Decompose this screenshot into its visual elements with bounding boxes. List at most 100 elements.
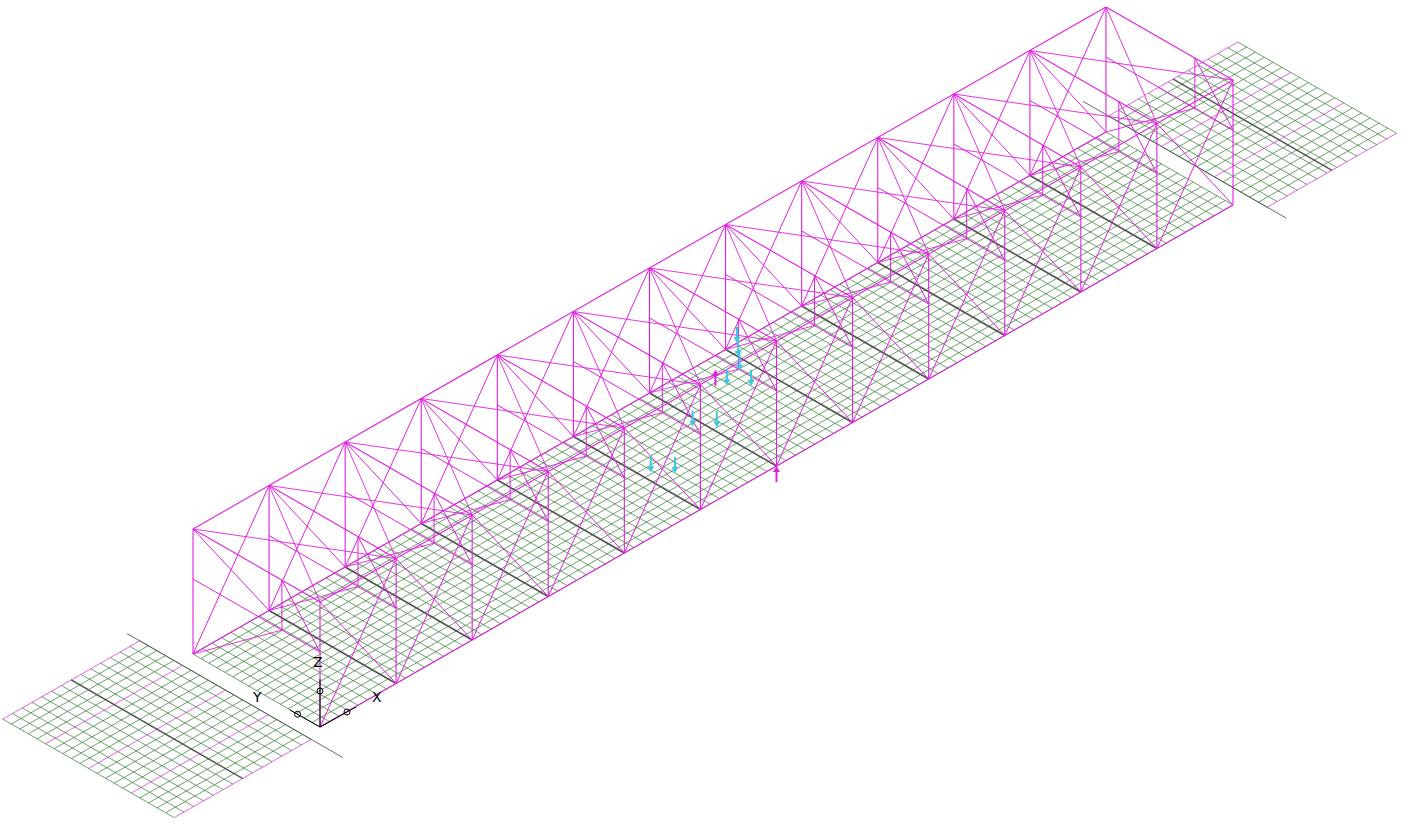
vertical [877,138,878,263]
sway-diagonal [954,195,1043,219]
sway-diagonal [345,543,434,567]
mesh-line [764,328,891,401]
mesh-line [659,388,786,461]
top-lateral [421,399,624,429]
deck-mesh [3,42,1397,818]
mesh-line [840,284,967,357]
diagonal [193,529,269,611]
mesh-line [783,317,910,390]
diagonal [497,312,573,481]
top-lateral [726,225,929,255]
mesh-line [307,589,434,662]
mesh-line [906,246,1033,319]
mesh-line [450,507,577,580]
diagonal [650,225,726,394]
mesh-line [296,191,1209,713]
knee-brace [586,406,624,478]
truss-frame [193,7,1233,727]
sway-post [814,276,815,326]
diagonal [1005,211,1081,293]
top-lateral [650,268,853,298]
mesh-line [280,182,1193,704]
vertical [1156,124,1157,249]
mesh-line [355,562,482,635]
diagonal [624,428,700,510]
knee-brace [967,189,1005,261]
mesh-line [81,674,252,773]
sway-strut [345,492,472,565]
slab-edge [127,634,343,758]
top-chord [320,80,1233,602]
mesh-line [1188,70,1347,161]
load-arrowhead [689,421,696,427]
vertical [725,225,726,350]
diagonal [726,181,802,350]
mesh-line [507,475,634,548]
mesh-line [217,146,1130,668]
diagonal [269,442,345,611]
load-arrowhead [671,467,678,473]
mesh-line [130,646,301,745]
vertical [421,399,422,524]
sway-strut [650,318,777,391]
mesh-line [312,200,1225,722]
mesh-line [811,301,938,374]
diagonal [573,268,649,437]
sway-strut [1106,57,1233,130]
sway-post [890,232,891,282]
mesh-line [1087,143,1214,216]
knee-brace [738,319,776,391]
diagonal [1030,7,1106,176]
sway-diagonal [421,500,510,524]
sway-diagonal [573,413,662,437]
axis-line [320,707,356,727]
sway-diagonal [650,369,739,393]
sway-diagonal [1106,108,1195,132]
knee-brace [1195,58,1233,130]
axis-marker [295,711,301,717]
top-strut [573,312,700,385]
axis-line [290,710,320,727]
bottom-chord [320,205,1233,727]
mesh-line [71,680,242,779]
mesh-line [1208,59,1367,150]
mesh-line [1238,42,1397,133]
mesh-line [688,371,815,444]
vertical [1029,51,1030,176]
sway-strut [726,275,853,348]
mesh-line [279,605,406,678]
mesh-line [630,404,757,477]
sway-post [966,189,967,239]
axis-label: X [372,690,382,704]
mesh-line [320,205,1233,727]
mesh-line [1168,82,1327,173]
mesh-line [22,708,193,807]
diagonal [802,138,878,307]
mesh-line [678,377,805,450]
diagonal [548,472,624,554]
axis-marker [344,709,350,715]
vertical [192,529,193,654]
vertical [1080,167,1081,292]
mesh-line [3,719,174,818]
mesh-line [110,658,281,757]
floor-beam [269,611,396,684]
mesh-line [193,132,1106,654]
mesh-line [1218,53,1377,144]
top-strut [1106,7,1233,80]
vertical [801,181,802,306]
mesh-line [201,137,1114,659]
mesh-line [535,458,662,531]
mesh-line [288,187,1201,709]
load-arrowhead [736,365,743,371]
top-strut [269,486,396,559]
mesh-line [257,169,1170,691]
mesh-line [1011,186,1138,259]
mesh-line [225,150,1138,672]
vertical [396,559,397,684]
diagonal [650,268,726,350]
top-lateral [345,442,548,472]
vertical [269,486,270,611]
